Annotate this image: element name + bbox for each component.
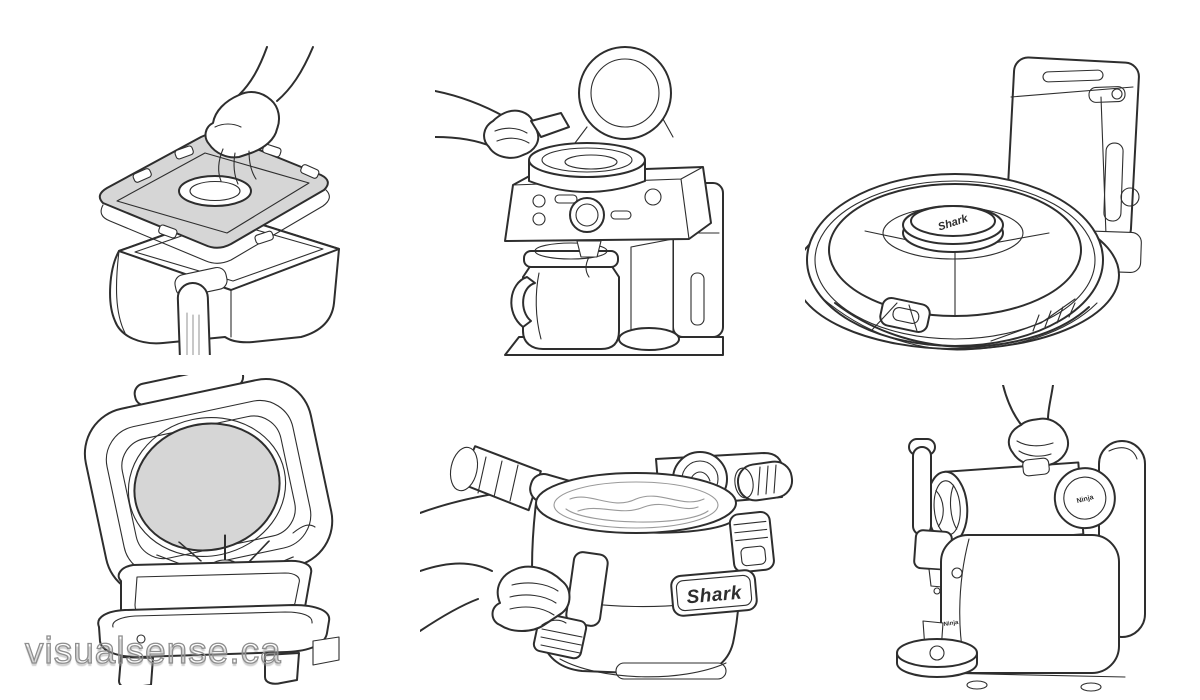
hands bbox=[491, 565, 571, 632]
coffee-maker-illustration bbox=[434, 25, 735, 370]
indoor-grill-illustration bbox=[55, 363, 365, 690]
front-bumper bbox=[820, 296, 1098, 351]
hand bbox=[1002, 384, 1069, 477]
drip-tray bbox=[896, 620, 978, 678]
hand bbox=[204, 46, 314, 185]
air-fryer-illustration bbox=[55, 45, 365, 385]
griddle-plate bbox=[127, 416, 287, 558]
arm bbox=[419, 598, 479, 632]
machine-body: Ninja bbox=[936, 534, 1126, 692]
frozen-drink-maker-illustration: Ninja Ninja bbox=[885, 384, 1155, 700]
wet-dry-vacuum-illustration: Shark bbox=[419, 395, 800, 690]
brand-badge: Shark bbox=[670, 569, 758, 617]
robot-vacuum-illustration: Shark bbox=[794, 35, 1145, 360]
watermark-text: visualsense.ca bbox=[24, 630, 282, 671]
base bbox=[559, 658, 727, 680]
ninja-cap-logo: Ninja bbox=[1076, 494, 1094, 505]
front-latch bbox=[532, 551, 609, 660]
side-clip bbox=[728, 510, 775, 574]
ninja-side-logo: Ninja bbox=[943, 620, 959, 628]
lid-latch bbox=[292, 524, 316, 534]
hand-with-scoop bbox=[434, 90, 570, 159]
vessel: Ninja bbox=[926, 461, 1116, 545]
grill-base bbox=[97, 604, 340, 689]
lidar-tower: Shark bbox=[902, 205, 1004, 253]
brew-basket bbox=[528, 142, 646, 193]
shark-badge-text: Shark bbox=[686, 583, 744, 609]
crisper-plate bbox=[98, 132, 330, 264]
arm bbox=[419, 562, 493, 572]
glass-carafe bbox=[510, 242, 620, 350]
open-lid bbox=[574, 46, 674, 144]
tower-detail bbox=[1108, 447, 1138, 460]
robot-body bbox=[794, 173, 1120, 350]
